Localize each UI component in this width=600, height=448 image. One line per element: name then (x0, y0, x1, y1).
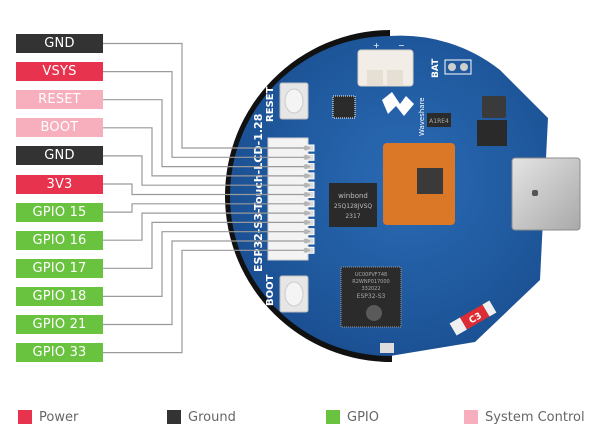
boot-button[interactable] (279, 275, 309, 313)
fpc-header (267, 137, 315, 261)
leader-line (103, 212, 310, 241)
pin-label-gnd: GND (16, 146, 103, 166)
legend-swatch (18, 410, 32, 424)
legend-swatch (464, 410, 478, 424)
pin-label-gpio-21: GPIO 21 (16, 315, 103, 334)
leader-line-endpoint (303, 238, 309, 244)
reset-button[interactable] (279, 82, 309, 120)
pin-label-gpio-16: GPIO 16 (16, 230, 103, 250)
leader-line (103, 183, 310, 196)
pin-label-gpio-33: GPIO 33 (16, 343, 103, 363)
leader-line (103, 240, 310, 326)
svg-text:332022: 332022 (361, 286, 380, 292)
legend-item-sys: System Control (464, 408, 585, 426)
leader-line-endpoint (303, 182, 309, 188)
leader-line (103, 127, 310, 177)
svg-text:winbond: winbond (338, 192, 368, 200)
c3-capacitor: C3 (449, 300, 497, 336)
board-name-silkscreen: ESP32-S3-Touch-LCD-1.28 (252, 114, 265, 272)
waveshare-logo: Waveshare (382, 92, 426, 136)
svg-text:25Q128JVSQ: 25Q128JVSQ (334, 203, 372, 210)
imu-chip (332, 95, 356, 119)
legend-item-power: Power (18, 408, 78, 426)
leader-line-endpoint (303, 229, 309, 235)
pin-label-gpio-15: GPIO 15 (16, 202, 103, 222)
leader-line-endpoint (303, 154, 309, 160)
svg-text:R2WNP017000: R2WNP017000 (352, 279, 389, 285)
svg-text:−: − (398, 41, 405, 50)
leader-line-endpoint (303, 247, 309, 253)
leader-line-endpoint (303, 210, 309, 216)
svg-text:+: + (373, 41, 380, 50)
pin-label-gpio-17: GPIO 17 (16, 258, 103, 278)
bat-label: BAT (431, 58, 441, 78)
legend-label: Ground (188, 409, 236, 425)
leader-line-endpoint (303, 192, 309, 197)
legend-label: GPIO (347, 409, 379, 425)
leader-line-endpoint (303, 219, 309, 225)
kapton-chip-area (383, 143, 455, 225)
ldo-chip: A1RE4 (427, 113, 451, 127)
svg-text:Waveshare: Waveshare (418, 97, 426, 136)
pin-label-boot: BOOT (16, 118, 103, 138)
battery-connector: + − (357, 41, 414, 87)
pin-label-reset: RESET (16, 90, 103, 110)
leader-line (103, 71, 310, 158)
legend-label: System Control (485, 409, 585, 425)
leader-line (103, 155, 310, 186)
svg-text:A1RE4: A1RE4 (429, 118, 449, 125)
pin-label-vsys: VSYS (16, 62, 103, 82)
legend-swatch (167, 410, 181, 424)
leader-line (103, 203, 310, 213)
svg-text:2317: 2317 (345, 213, 360, 220)
svg-text:UC00PVF748: UC00PVF748 (355, 272, 387, 278)
pin-label-3v3: 3V3 (16, 174, 103, 194)
usb-c-connector (511, 157, 581, 231)
legend-swatch (326, 410, 340, 424)
flash-chip: winbond 25Q128JVSQ 2317 (329, 183, 377, 227)
legend-label: Power (39, 409, 79, 425)
svg-text:ESP32-S3: ESP32-S3 (357, 293, 386, 300)
leader-line-endpoint (303, 164, 309, 170)
reset-silkscreen: RESET (265, 86, 276, 122)
leader-line (103, 42, 310, 149)
bat-pads: BAT (431, 58, 472, 78)
espressif-logo-icon (366, 305, 382, 321)
leader-line (103, 249, 310, 354)
pin-label-gpio-18: GPIO 18 (16, 286, 103, 306)
crystal (380, 343, 394, 353)
boot-silkscreen: BOOT (265, 274, 276, 306)
leader-line (103, 221, 310, 269)
inductor (477, 96, 507, 146)
leader-line-endpoint (303, 145, 309, 151)
leader-line (103, 231, 310, 297)
legend-item-ground: Ground (167, 408, 236, 426)
legend-item-gpio: GPIO (326, 408, 379, 426)
esp32-s3-chip: ESP32-S3 332022 R2WNP017000 UC00PVF748 (340, 266, 402, 328)
leader-line (103, 99, 310, 168)
leader-line-endpoint (303, 201, 309, 207)
leader-line-endpoint (303, 173, 309, 179)
pin-label-gnd: GND (16, 34, 103, 53)
